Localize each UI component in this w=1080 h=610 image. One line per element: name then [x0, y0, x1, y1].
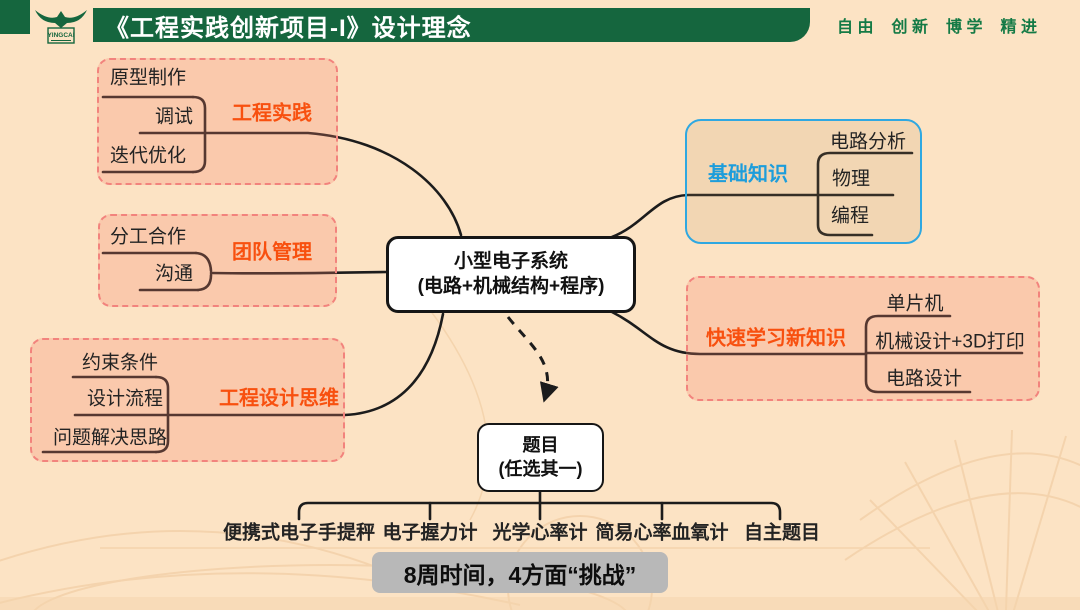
- option-self-proposed: 自主题目: [743, 522, 821, 544]
- challenge-banner: 8周时间，4方面“挑战”: [372, 552, 668, 593]
- node-division: 分工合作: [109, 226, 187, 248]
- header-corner-block: [0, 0, 30, 34]
- branch-label-design-thinking: 工程设计思维: [219, 387, 339, 410]
- option-electronic-scale: 便携式电子手提秤: [222, 522, 376, 544]
- page-title: 《工程实践创新项目-I》设计理念: [105, 14, 472, 42]
- branch-label-basic-knowledge: 基础知识: [708, 163, 788, 186]
- motto-word: 自 由: [837, 19, 874, 36]
- node-mech-3dprint: 机械设计+3D打印: [875, 331, 1025, 353]
- motto-word: 创 新: [891, 19, 928, 36]
- node-circuit-analysis: 电路分析: [829, 131, 907, 153]
- branch-label-engineering-practice: 工程实践: [232, 102, 312, 125]
- school-logo: YINGCAI: [33, 4, 89, 48]
- slide-title-bar: 《工程实践创新项目-I》设计理念: [93, 8, 810, 42]
- group-box-rapid-learning: [686, 276, 1040, 401]
- group-box-engineering-practice: [97, 58, 338, 185]
- node-programming: 编程: [830, 205, 870, 227]
- node-prototype: 原型制作: [109, 67, 187, 89]
- topic-line1: 题目: [522, 435, 559, 456]
- central-topic-node: 小型电子系统 (电路+机械结构+程序): [386, 236, 636, 313]
- node-mcu: 单片机: [886, 293, 944, 315]
- node-iterate: 迭代优化: [109, 145, 187, 167]
- node-communication: 沟通: [154, 263, 194, 285]
- topic-line2: (任选其一): [498, 458, 583, 479]
- node-design-process: 设计流程: [86, 388, 164, 410]
- topic-node: 题目 (任选其一): [477, 423, 604, 492]
- central-topic-line2: (电路+机械结构+程序): [417, 275, 605, 297]
- logo-text: YINGCAI: [47, 32, 74, 39]
- group-box-design-thinking: [30, 338, 345, 462]
- node-circuit-design: 电路设计: [885, 368, 963, 390]
- motto-word: 精 进: [1000, 19, 1037, 36]
- school-motto: 自 由 创 新 博 学 精 进: [837, 12, 1037, 38]
- node-debug: 调试: [154, 106, 194, 128]
- node-problem-solving: 问题解决思路: [52, 427, 168, 449]
- eagle-logo-icon: YINGCAI: [35, 10, 87, 44]
- group-box-basic-knowledge: [685, 119, 922, 244]
- option-grip-meter: 电子握力计: [382, 522, 478, 544]
- central-topic-line1: 小型电子系统: [453, 250, 568, 272]
- motto-word: 博 学: [946, 19, 983, 36]
- branch-label-team-management: 团队管理: [232, 241, 312, 264]
- group-box-team-management: [98, 214, 337, 307]
- node-physics: 物理: [831, 168, 871, 190]
- option-optical-hr: 光学心率计: [492, 522, 588, 544]
- branch-label-rapid-learning: 快速学习新知识: [706, 327, 846, 350]
- node-constraints: 约束条件: [81, 352, 159, 374]
- option-hr-oximeter: 简易心率血氧计: [595, 522, 729, 544]
- dashed-arrow: [506, 316, 559, 403]
